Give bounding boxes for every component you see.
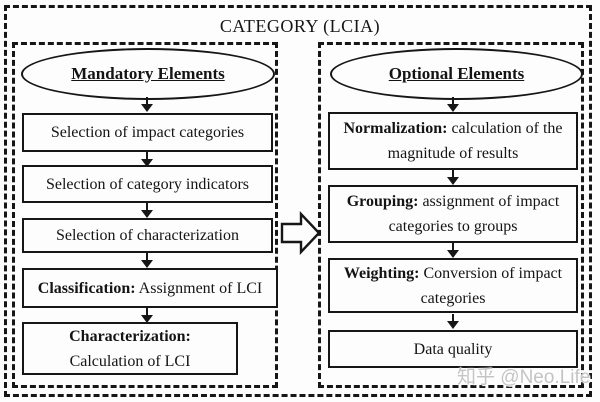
mandatory-header-label: Mandatory Elements [71,64,225,83]
arrow-head [447,321,459,329]
arrow-head [141,104,153,112]
optional-header-label: Optional Elements [388,64,525,83]
down-arrow-icon [140,152,154,167]
box-label: Weighting: [343,264,420,282]
arrow-head [447,250,459,258]
arrow-head [447,177,459,185]
optional-elements-panel [318,42,584,388]
arrow-stem [146,97,148,104]
step-box-characterization-calc: Characterization: Calculation of LCI [22,322,238,375]
diagram-title: CATEGORY (LCIA) [219,16,381,36]
step-box-category-indicators: Selection of category indicators [22,165,273,203]
optional-header-ellipse: Optional Elements [330,48,583,100]
box-label: Classification: [37,279,136,297]
box-text: Conversion of impact categories [420,264,563,307]
arrow-stem [452,170,454,177]
box-text: Selection of characterization [55,227,239,244]
box-text: Calculation of LCI [69,352,191,370]
box-text: Selection of impact categories [50,124,245,141]
down-arrow-icon [446,170,460,185]
arrow-head [141,159,153,167]
arrow-head [141,260,153,268]
down-arrow-icon [446,314,460,329]
down-arrow-icon [446,243,460,258]
down-arrow-icon [140,203,154,218]
down-arrow-icon [140,97,154,112]
down-arrow-icon [140,253,154,268]
step-box-impact-categories: Selection of impact categories [22,113,273,152]
box-text: Data quality [413,340,493,358]
box-text: calculation of the magnitude of results [387,120,563,162]
box-label: Grouping: [346,193,419,210]
arrow-head [447,104,459,112]
box-text: assignment of impact categories to group… [388,193,560,235]
arrow-stem [146,308,148,315]
step-box-data-quality: Data quality [328,330,578,368]
watermark: 知乎 @Neo.Life [457,367,591,388]
step-box-weighting: Weighting: Conversion of impact categori… [328,258,578,313]
step-box-classification: Classification: Assignment of LCI [22,268,278,308]
arrow-stem [452,97,454,104]
outer-dashed-frame [4,5,592,397]
step-box-characterization-selection: Selection of characterization [22,218,273,253]
down-arrow-icon [446,97,460,112]
arrow-head [141,315,153,323]
flow-arrow-icon [280,210,321,256]
box-text: Assignment of LCI [135,279,263,297]
step-box-normalization: Normalization: calculation of the magnit… [328,112,578,170]
box-label: Characterization: [69,327,191,345]
arrow-stem [146,203,148,210]
box-label: Normalization: [343,120,448,137]
arrow-head [141,210,153,218]
arrow-stem [452,243,454,250]
mandatory-elements-panel [12,42,278,388]
down-arrow-icon [140,308,154,323]
box-text: Selection of category indicators [45,175,250,193]
mandatory-header-ellipse: Mandatory Elements [21,48,275,100]
arrow-stem [146,253,148,260]
arrow-stem [146,152,148,159]
step-box-grouping: Grouping: assignment of impact categorie… [328,185,578,243]
arrow-stem [452,314,454,321]
